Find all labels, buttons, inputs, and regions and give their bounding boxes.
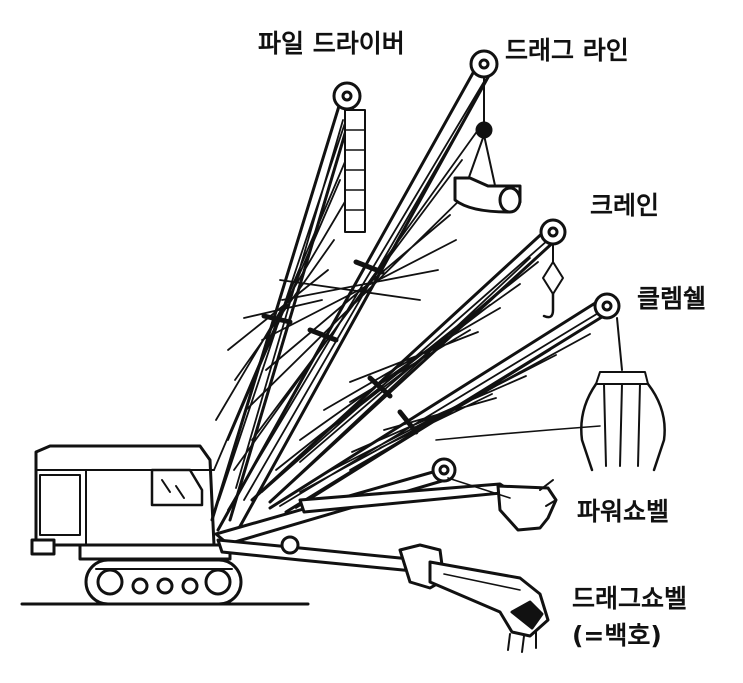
backhoe-bucket-icon (216, 535, 550, 653)
crane-hook-icon (250, 218, 567, 504)
label-pile-driver: 파일 드라이버 (258, 29, 405, 58)
label-drag-shovel: 드래그쇼벨 (572, 584, 688, 613)
label-drag-shovel-note: (=백호) (572, 621, 662, 650)
crawler-base-machine-icon (30, 444, 243, 606)
label-drag-line: 드래그 라인 (505, 36, 629, 65)
power-shovel-bucket-icon (214, 457, 558, 546)
drag-line-bucket-icon (216, 49, 522, 532)
label-power-shovel: 파워쇼벨 (577, 497, 670, 526)
pile-driver-boom-icon (210, 81, 366, 522)
label-crane: 크레인 (590, 191, 660, 220)
label-clamshell: 클렘쉘 (637, 284, 707, 313)
clamshell-grab-icon (268, 292, 666, 514)
